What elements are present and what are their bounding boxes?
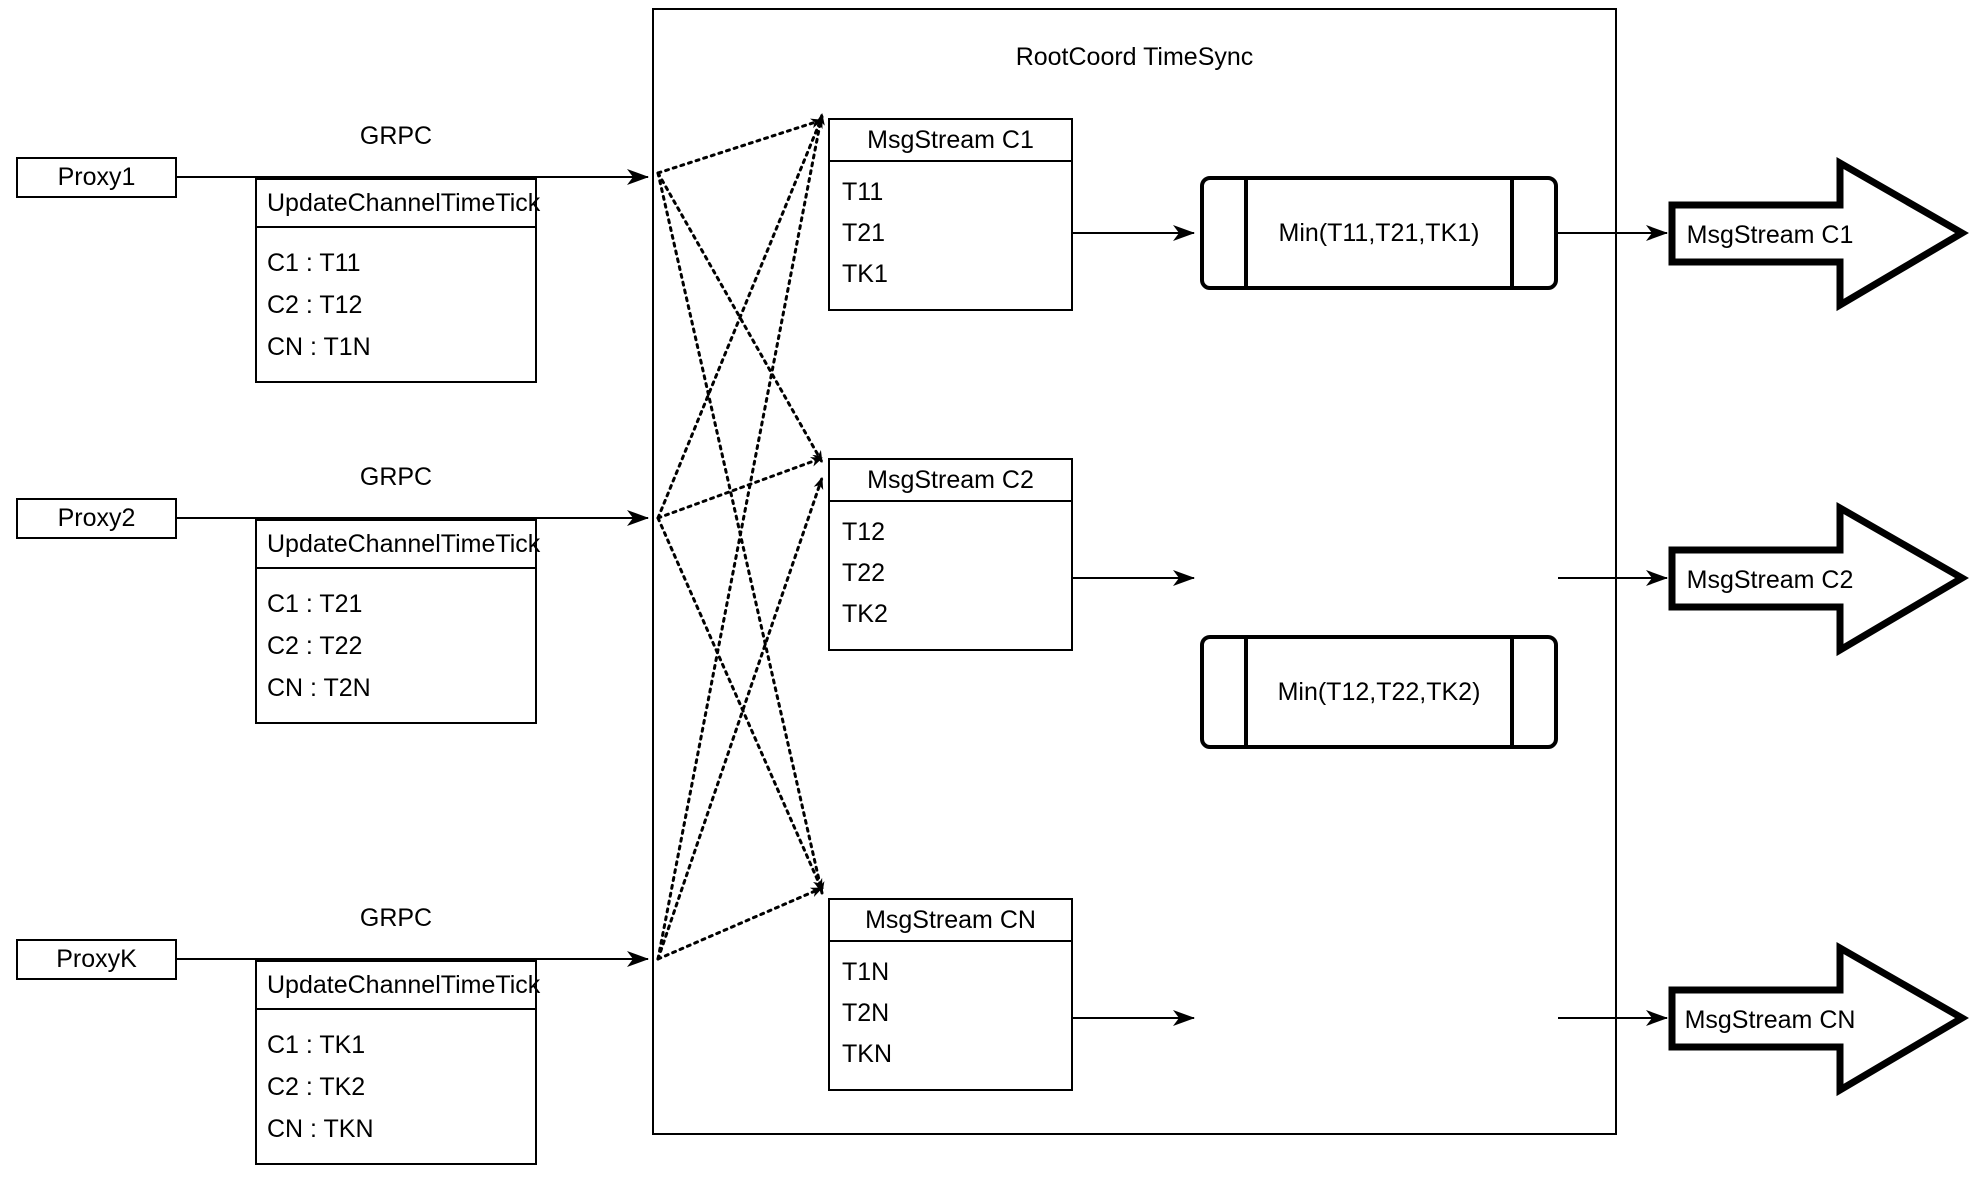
min-process-label: Min(T12,T22,TK2) [1277,677,1481,706]
list-item: TK2 [842,600,888,628]
table-row: CN : T2N [267,674,371,702]
table-header: UpdateChannelTimeTick [257,521,540,569]
list-item: TKN [842,1040,892,1068]
table-body: C1 : T21 C2 : T22 CN : T2N [257,569,535,722]
output-arrow-label-2: MsgStream C2 [1686,566,1854,594]
table-row: CN : TKN [267,1115,374,1143]
list-item: T2N [842,999,890,1027]
msgstream-title: MsgStream C2 [830,460,1071,502]
table-header: UpdateChannelTimeTick [257,962,540,1010]
update-channel-timetick-table-1: UpdateChannelTimeTick C1 : T11 C2 : T12 … [255,178,540,383]
output-arrow-label-3: MsgStream CN [1684,1006,1856,1034]
table-header: UpdateChannelTimeTick [257,180,540,228]
msgstream-box-3: MsgStream CN T1N T2N TKN [828,898,1073,1091]
update-channel-timetick-table-3: UpdateChannelTimeTick C1 : TK1 C2 : TK2 … [255,960,540,1165]
table-row: C2 : TK2 [267,1073,366,1101]
grpc-label-1: GRPC [359,122,433,150]
proxy-label: Proxy2 [57,503,136,532]
update-channel-timetick-table-2: UpdateChannelTimeTick C1 : T21 C2 : T22 … [255,519,540,724]
list-item: TK1 [842,260,888,288]
table-row: C1 : TK1 [267,1031,366,1059]
table-row: CN : T1N [267,333,371,361]
list-item: T12 [842,518,886,546]
min-process-box-1: Min(T11,T21,TK1) [1200,176,1558,290]
min-process-label: Min(T11,T21,TK1) [1278,218,1480,247]
list-item: T11 [842,178,884,206]
proxy-label: ProxyK [56,944,137,973]
msgstream-items: T12 T22 TK2 [830,502,1071,649]
proxy-box-3[interactable]: ProxyK [16,939,177,980]
grpc-label-3: GRPC [359,904,433,932]
table-body: C1 : T11 C2 : T12 CN : T1N [257,228,535,381]
msgstream-items: T11 T21 TK1 [830,162,1071,309]
list-item: T22 [842,559,886,587]
msgstream-title: MsgStream C1 [830,120,1071,162]
min-process-box-2: Min(T12,T22,TK2) [1200,635,1558,749]
proxy-label: Proxy1 [57,162,136,191]
rootcoord-timesync-title: RootCoord TimeSync [1015,43,1254,71]
proxy-box-2[interactable]: Proxy2 [16,498,177,539]
table-row: C2 : T22 [267,632,363,660]
list-item: T21 [842,219,886,247]
grpc-label-2: GRPC [359,463,433,491]
msgstream-box-1: MsgStream C1 T11 T21 TK1 [828,118,1073,311]
msgstream-title: MsgStream CN [830,900,1071,942]
rootcoord-timesync-container [652,8,1617,1135]
table-row: C2 : T12 [267,291,363,319]
table-row: C1 : T21 [267,590,363,618]
msgstream-items: T1N T2N TKN [830,942,1071,1089]
msgstream-box-2: MsgStream C2 T12 T22 TK2 [828,458,1073,651]
table-row: C1 : T11 [267,249,361,277]
table-body: C1 : TK1 C2 : TK2 CN : TKN [257,1010,535,1163]
output-arrow-label-1: MsgStream C1 [1686,221,1854,249]
proxy-box-1[interactable]: Proxy1 [16,157,177,198]
list-item: T1N [842,958,890,986]
